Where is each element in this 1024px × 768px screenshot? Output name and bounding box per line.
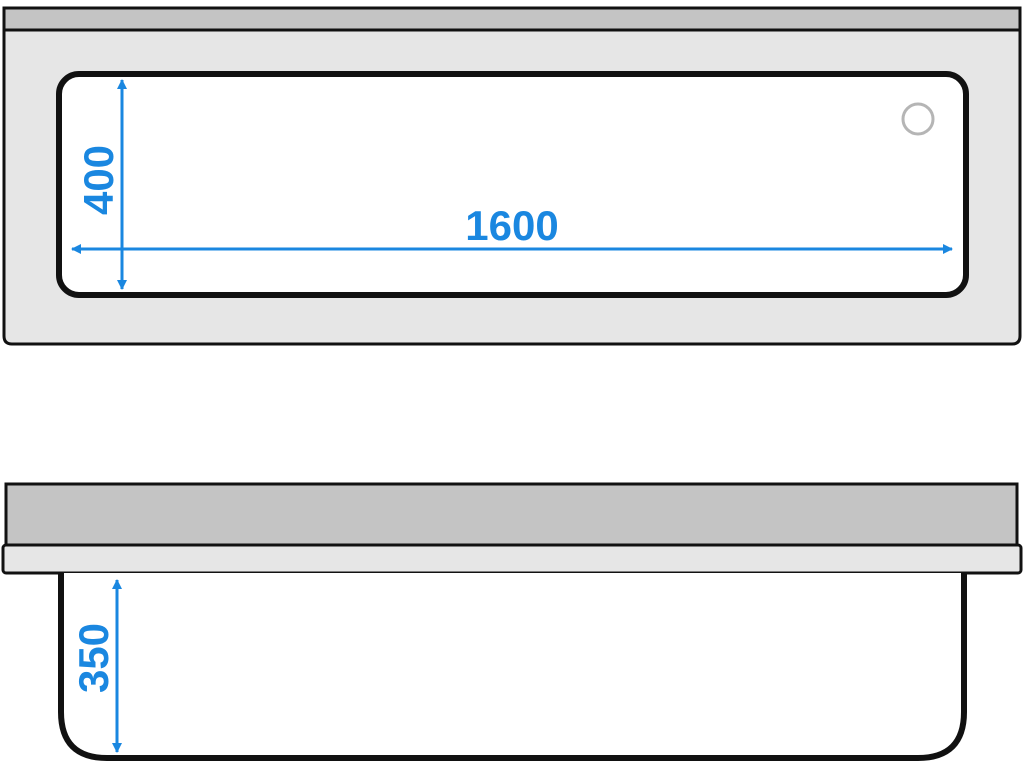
length-dimension-label: 1600: [465, 202, 558, 249]
depth-dimension-label: 350: [70, 623, 117, 693]
front-view-upstand: [4, 482, 1019, 547]
width-dimension-label: 400: [75, 145, 122, 215]
drain-icon: [901, 102, 935, 136]
front-view-worktop-edge: [1, 543, 1023, 575]
front-view: 350: [1, 482, 1023, 761]
top-view-upstand: [2, 6, 1022, 32]
front-view-basin: [58, 573, 967, 761]
top-view: 1600 400: [2, 6, 1022, 346]
top-view-basin: [56, 71, 969, 298]
